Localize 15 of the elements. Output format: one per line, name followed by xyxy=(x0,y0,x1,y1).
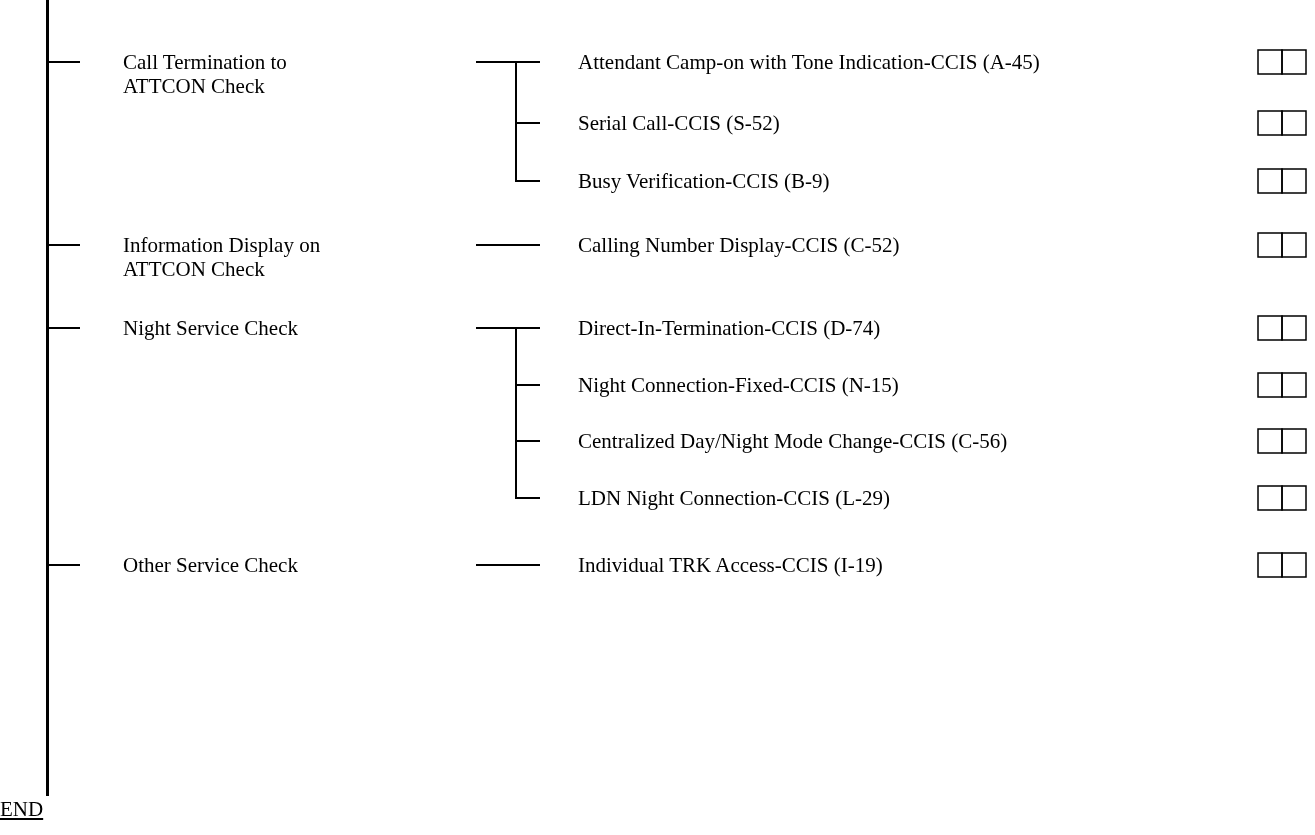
feature-label: Individual TRK Access-CCIS (I-19) xyxy=(578,553,883,577)
category-label: Information Display on ATTCON Check xyxy=(123,233,322,281)
feature-label: Calling Number Display-CCIS (C-52) xyxy=(578,233,900,257)
feature-label: Direct-In-Termination-CCIS (D-74) xyxy=(578,316,881,340)
feature-label: Attendant Camp-on with Tone Indication-CCIS (A-45) xyxy=(578,50,1040,74)
category-label: Night Service Check xyxy=(123,316,298,340)
feature-label: Centralized Day/Night Mode Change-CCIS (C-56) xyxy=(578,429,1008,453)
category-label: Call Termination to ATTCON Check xyxy=(123,50,288,98)
end-label: END xyxy=(0,797,44,821)
feature-label: LDN Night Connection-CCIS (L-29) xyxy=(578,486,891,510)
feature-label: Night Connection-Fixed-CCIS (N-15) xyxy=(578,373,899,397)
category-label: Other Service Check xyxy=(123,553,298,577)
feature-label: Serial Call-CCIS (S-52) xyxy=(578,111,780,135)
trunk-line xyxy=(46,0,49,796)
feature-label: Busy Verification-CCIS (B-9) xyxy=(578,169,830,193)
